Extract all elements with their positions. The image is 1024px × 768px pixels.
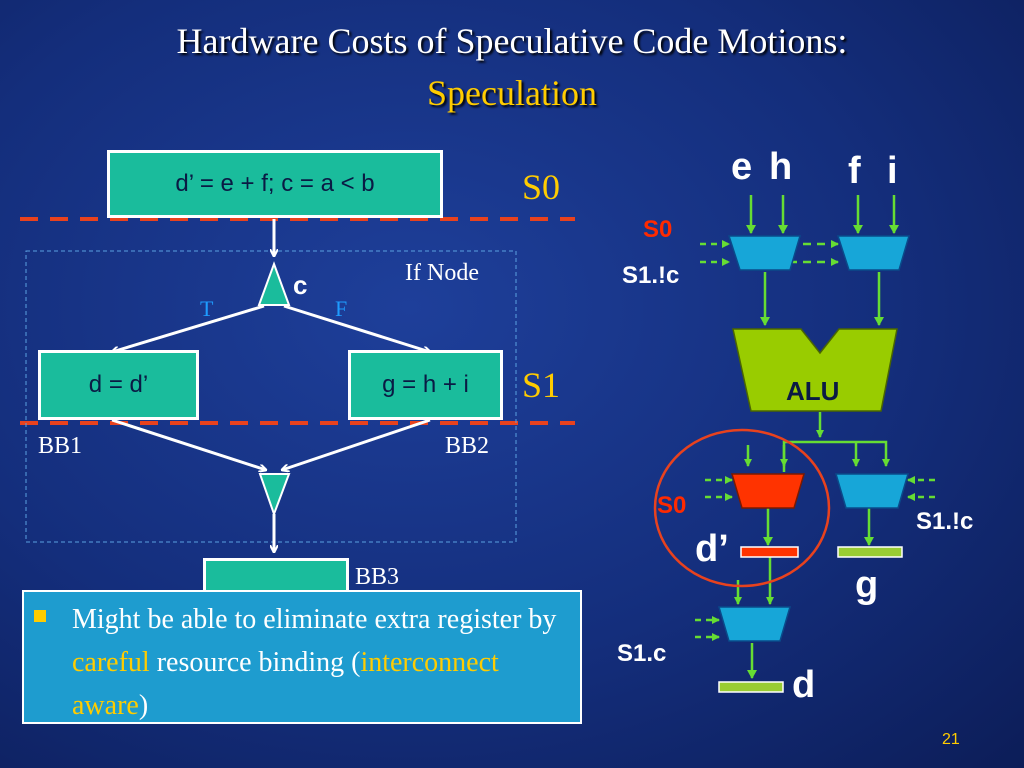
highlight-circle xyxy=(653,428,831,588)
bb1-label: BB1 xyxy=(38,433,83,459)
top-code-block: d’ = e + f; c = a < b xyxy=(107,150,443,218)
register-g xyxy=(837,546,903,558)
reg-d-label: d xyxy=(792,664,816,706)
bullet-text-part1: Might be able to eliminate extra registe… xyxy=(72,604,557,635)
edge-if-to-bb1 xyxy=(112,304,265,352)
stage-label-s0: S0 xyxy=(522,167,561,207)
bullet-highlight-careful: careful xyxy=(72,647,150,678)
input-e: e xyxy=(731,146,753,188)
ctrl-s1c: S1.c xyxy=(617,640,667,667)
alu-label: ALU xyxy=(786,376,840,406)
ctrl-s0-mid: S0 xyxy=(657,492,687,519)
slide-subtitle: Speculation xyxy=(427,73,597,113)
bb3-label: BB3 xyxy=(355,564,400,590)
bullet-box: Might be able to eliminate extra registe… xyxy=(22,590,582,724)
input-h: h xyxy=(769,146,793,188)
bullet-highlight-interconnect: interconnect aware xyxy=(72,647,499,721)
mux-top-left xyxy=(727,235,802,271)
if-node-label: If Node xyxy=(405,260,479,286)
ctrl-s1notc-top: S1.!c xyxy=(622,262,680,289)
bullet-text-part5: ) xyxy=(138,690,149,721)
ctrl-s0-top: S0 xyxy=(643,216,673,243)
reg-g-label: g xyxy=(855,564,879,606)
edge-if-to-bb2 xyxy=(283,304,430,352)
condition-label: c xyxy=(293,270,308,300)
edge-bb1-to-join xyxy=(111,418,266,470)
if-node-triangle xyxy=(257,261,291,306)
alu-block xyxy=(732,328,898,412)
reg-dprime-label: d’ xyxy=(695,528,729,570)
slide-title: Hardware Costs of Speculative Code Motio… xyxy=(176,21,848,61)
bullet-square-icon xyxy=(34,610,46,622)
bullet-text: Might be able to eliminate extra registe… xyxy=(72,598,572,727)
register-d xyxy=(718,681,784,693)
page-number: 21 xyxy=(942,731,960,748)
bullet-text-part3: resource binding ( xyxy=(149,647,361,678)
bb1-block: d = d’ xyxy=(38,350,199,420)
mux-dprime xyxy=(730,473,806,509)
mux-top-right xyxy=(836,235,911,271)
mux-d xyxy=(717,606,792,642)
input-i: i xyxy=(887,150,898,192)
edge-bb2-to-join xyxy=(282,418,431,470)
ctrl-s1notc-mid: S1.!c xyxy=(916,508,974,535)
false-branch-label: F xyxy=(335,296,348,321)
datapath-wires xyxy=(695,195,935,679)
input-f: f xyxy=(848,150,861,192)
stage-label-s1: S1 xyxy=(522,365,561,405)
bb2-label: BB2 xyxy=(445,433,490,459)
bb2-block: g = h + i xyxy=(348,350,503,420)
register-dprime xyxy=(740,546,799,558)
mux-g xyxy=(834,473,910,509)
true-branch-label: T xyxy=(200,296,214,321)
join-node-triangle xyxy=(258,473,291,517)
